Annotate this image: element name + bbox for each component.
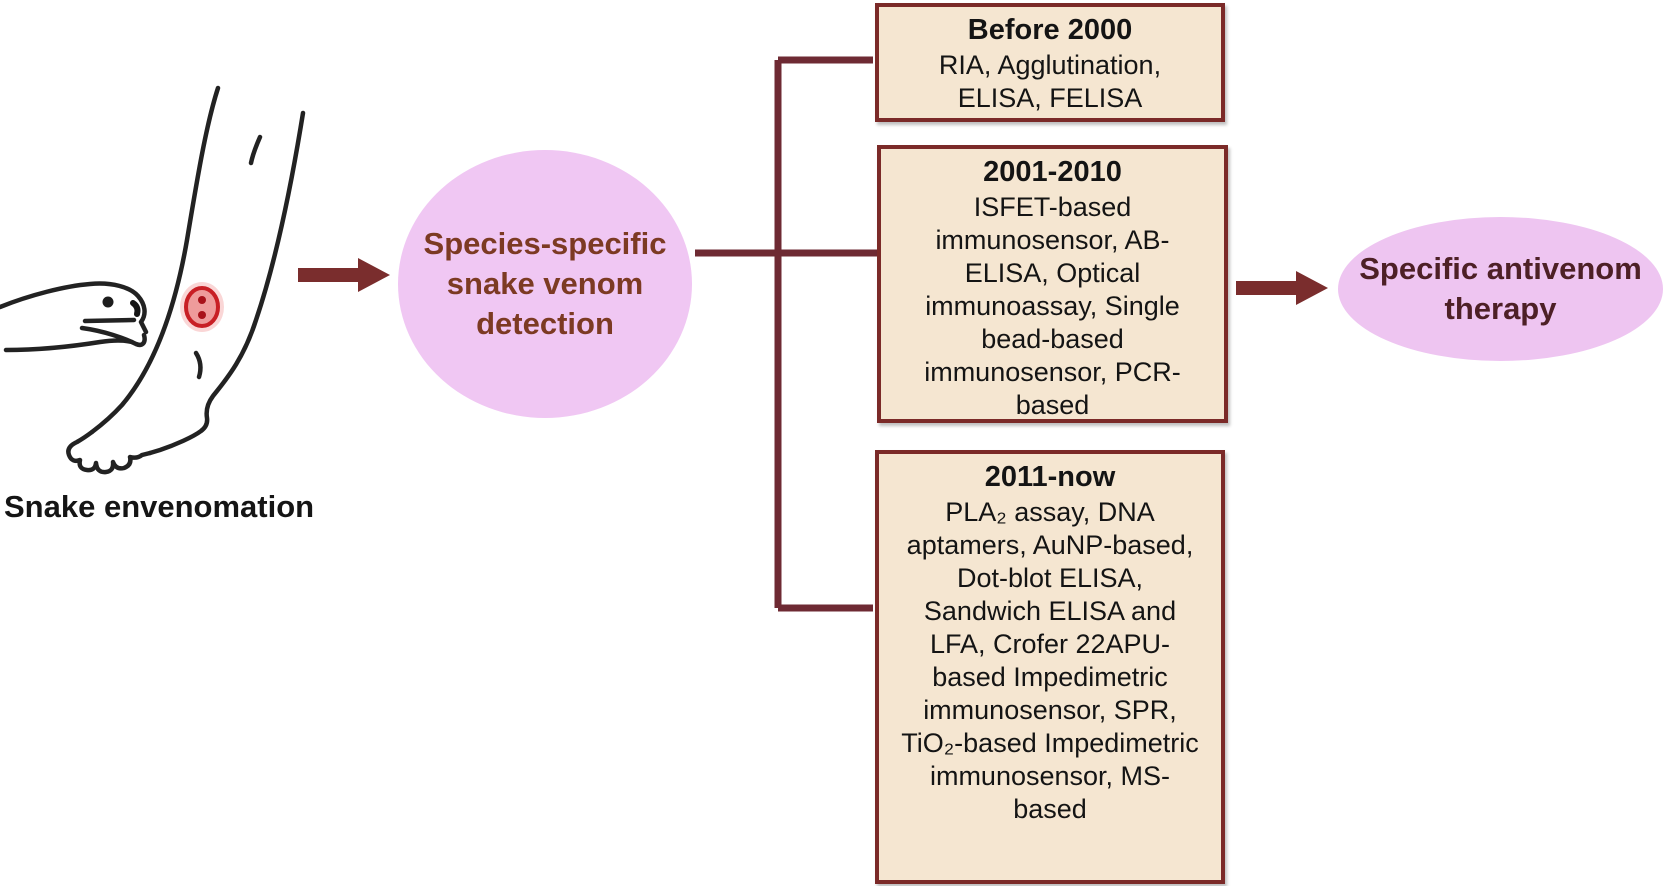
arrow-right-icon [298, 258, 390, 292]
timeline-box-2001-2010: 2001-2010 ISFET-based immunosensor, AB- … [877, 145, 1228, 423]
therapy-node-label: Specific antivenom therapy [1359, 251, 1642, 326]
box-title: Before 2000 [967, 14, 1133, 46]
box-methods: PLA₂ assay, DNA aptamers, AuNP-based, Do… [901, 497, 1199, 824]
detection-node: Species-specific snake venom detection [398, 150, 692, 418]
box-methods: RIA, Agglutination, ELISA, FELISA [938, 50, 1162, 113]
box-methods: ISFET-based immunosensor, AB- ELISA, Opt… [924, 192, 1181, 420]
snake-envenomation-label: Snake envenomation [4, 489, 315, 524]
arrow-right-icon [1236, 271, 1328, 305]
snake-eye [102, 296, 114, 308]
box-title: 2001-2010 [983, 156, 1122, 188]
leg-drawing [66, 85, 306, 475]
snake-envenomation-illustration [0, 85, 306, 475]
timeline-box-before-2000: Before 2000 RIA, Agglutination, ELISA, F… [875, 3, 1225, 122]
snake-head-drawing [0, 281, 149, 353]
bite-mark-icon [180, 282, 224, 332]
box-title: 2011-now [984, 461, 1116, 493]
detection-node-label: Species-specific snake venom detection [423, 226, 667, 341]
timeline-box-2011-now: 2011-now PLA₂ assay, DNA aptamers, AuNP-… [875, 450, 1225, 884]
therapy-node: Specific antivenom therapy [1338, 217, 1663, 361]
